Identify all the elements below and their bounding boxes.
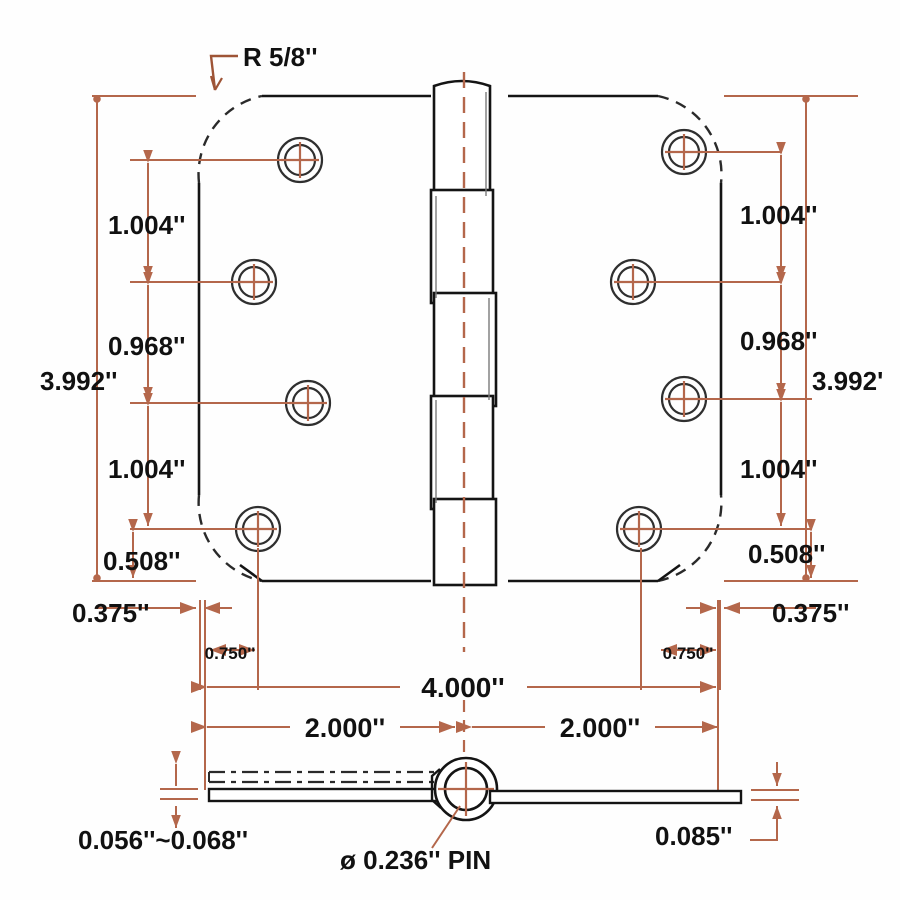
label-bottom-margin-left: 0.508'' [103, 546, 180, 576]
label-radius: R 5/8'' [243, 42, 318, 72]
label-pitch1-right: 1.004'' [740, 200, 817, 230]
pin-barrel [430, 756, 499, 822]
dim-thickness-left [160, 751, 198, 828]
label-half-width-right: 2.000'' [560, 713, 640, 743]
label-leaf-thickness-right: 0.085'' [655, 821, 732, 851]
label-pitch2-right: 0.968'' [740, 326, 817, 356]
label-pitch1-left: 1.004'' [108, 210, 185, 240]
label-half-width-left: 2.000'' [305, 713, 385, 743]
edge-view [160, 695, 799, 849]
label-overall-width: 4.000'' [421, 672, 504, 703]
dim-half-width-right [456, 695, 719, 790]
screw-holes-left [230, 136, 332, 553]
screw-holes-right [609, 128, 708, 553]
left-leaf-edge [207, 770, 449, 803]
hinge-knuckle-stack [429, 79, 498, 587]
dimensions-bottom [95, 548, 816, 695]
front-view [197, 72, 723, 652]
dimensions-right [637, 95, 858, 582]
label-pitch3-left: 1.004'' [108, 454, 185, 484]
left-leaf-outline [197, 94, 431, 583]
label-pitch3-right: 1.004'' [740, 454, 817, 484]
label-side-margin-left: 0.375'' [72, 598, 149, 628]
label-pin-diameter: ø 0.236'' PIN [340, 845, 491, 875]
pin-leader [431, 805, 461, 849]
label-pitch2-left: 0.968'' [108, 331, 185, 361]
label-hole-offset-right: 0.750'' [663, 644, 714, 663]
label-bottom-margin-right: 0.508'' [748, 539, 825, 569]
corner-radius-arcs [197, 94, 723, 583]
dimensions-left [92, 95, 304, 582]
right-leaf-edge [488, 789, 743, 805]
label-side-margin-right: 0.375'' [772, 598, 849, 628]
right-leaf-outline [508, 94, 723, 583]
knuckle-inner-lines [435, 92, 490, 503]
dim-thickness-right [750, 762, 799, 841]
label-leaf-thickness-left: 0.056''~0.068'' [78, 825, 248, 855]
dim-half-width-left [191, 695, 455, 790]
label-overall-height-right: 3.992' [812, 366, 883, 396]
label-hole-offset-left: 0.750'' [205, 644, 256, 663]
radius-leader [209, 54, 238, 91]
label-overall-height-left: 3.992'' [40, 366, 117, 396]
